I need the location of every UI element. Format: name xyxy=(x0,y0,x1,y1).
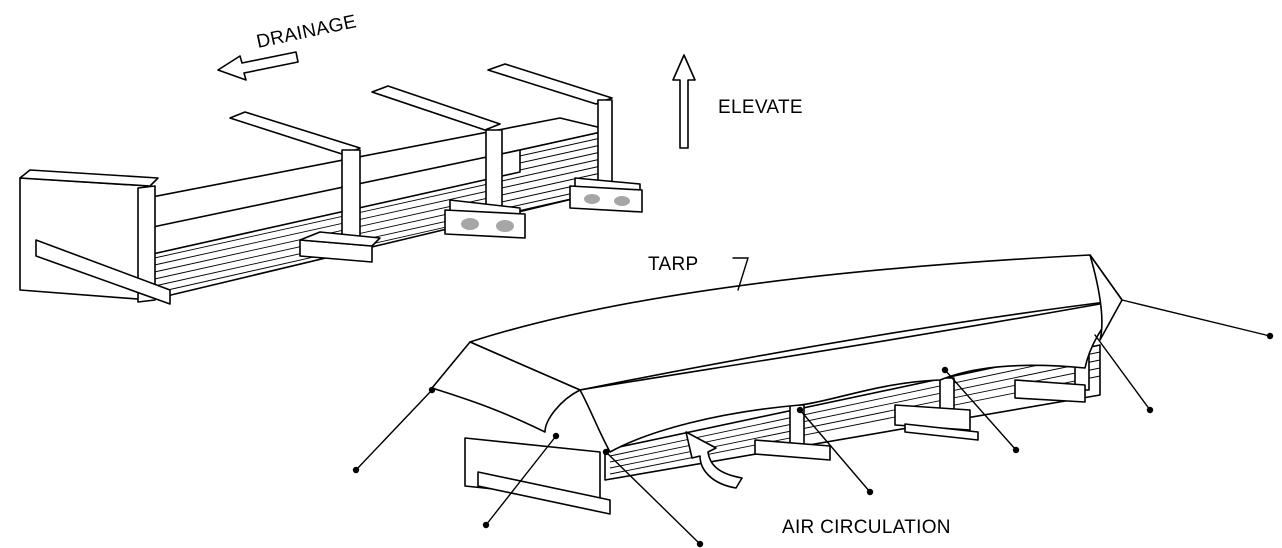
tarp-pointer xyxy=(732,257,749,291)
tie-down-stakes xyxy=(352,332,1274,548)
covered-block-1 xyxy=(894,404,971,431)
curved-arrow-icon xyxy=(685,431,743,489)
covered-block-2 xyxy=(1014,379,1086,403)
up-arrow-icon xyxy=(672,54,696,149)
vertical-post-3 xyxy=(597,99,613,191)
concrete-block-1 xyxy=(444,209,526,239)
tarp-end-drape xyxy=(431,341,581,433)
tarp-label: TARP xyxy=(648,254,698,275)
tie-down-ropes xyxy=(355,299,1271,545)
top-strip-1 xyxy=(229,111,361,156)
tarp-corner xyxy=(1089,254,1123,341)
left-arrow-icon xyxy=(217,51,299,81)
concrete-block-2 xyxy=(569,185,643,213)
top-strip-2 xyxy=(371,85,501,131)
drainage-label: DRAINAGE xyxy=(255,11,359,53)
elevate-label: ELEVATE xyxy=(718,97,803,118)
tarp-covered-stack xyxy=(352,254,1274,548)
top-strip-3 xyxy=(487,63,613,105)
stacked-lumber-bundle xyxy=(19,63,643,305)
air-circulation-label: AIR CIRCULATION xyxy=(782,517,951,538)
tarp-side-drape xyxy=(579,299,1123,453)
